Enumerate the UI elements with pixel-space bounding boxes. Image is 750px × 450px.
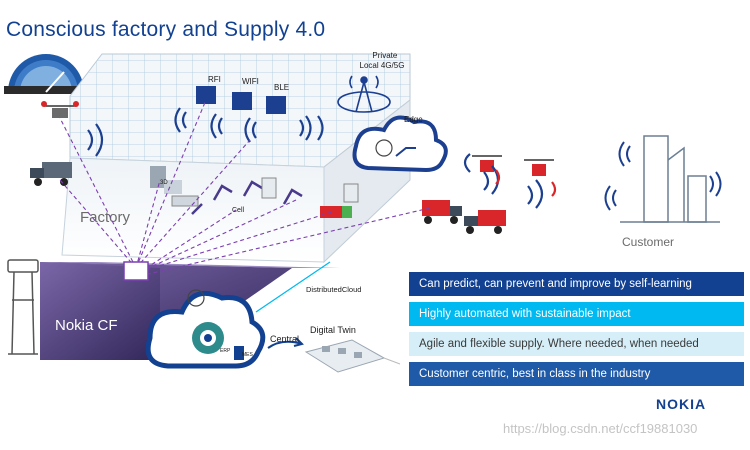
central-arrow	[267, 337, 304, 349]
ble-label: BLE	[274, 83, 289, 92]
antenna-tower-icon	[337, 75, 391, 113]
rfi-label: RFI	[208, 75, 221, 84]
ble-device-icon	[266, 96, 286, 114]
truck-icon	[30, 162, 72, 186]
hub-device-icon	[123, 261, 149, 281]
erp-label: ERP	[220, 348, 231, 354]
cell-label: Cell	[232, 207, 245, 214]
benefit-banner-automated: Highly automated with sustainable impact	[409, 302, 744, 326]
private-network-label: Private Local 4G/5G	[360, 51, 405, 70]
gauge-dashboard-icon	[4, 54, 90, 94]
distributed-cloud-label: DistributedCloud	[306, 285, 361, 294]
private-network-line2: Local 4G/5G	[360, 61, 405, 70]
customer-label: Customer	[622, 235, 674, 249]
benefit-banner-agile: Agile and flexible supply. Where needed,…	[409, 332, 744, 356]
digital-twin-model-icon	[304, 339, 401, 373]
edge-cloud-icon	[352, 115, 448, 173]
benefit-banner-customer: Customer centric, best in class in the i…	[409, 362, 744, 386]
erp-mes-icons	[234, 346, 244, 360]
central-label: Central	[270, 334, 299, 344]
wireless-signal-icon	[604, 141, 722, 211]
nokia-logo: NOKIA	[656, 396, 707, 412]
wifi-label: WIFI	[242, 77, 259, 86]
rfi-device-icon	[196, 86, 216, 104]
customer-building-icon	[620, 135, 720, 223]
factory-label: Factory	[80, 209, 131, 226]
nokia-cf-label: Nokia CF	[55, 317, 118, 334]
robot-arm-icon	[191, 180, 303, 215]
wifi-device-icon	[232, 92, 252, 110]
signal-red-icon	[495, 169, 557, 197]
control-tower-icon	[7, 259, 39, 355]
drone-icon	[524, 159, 554, 176]
edge-label: Edge	[404, 115, 423, 124]
three-d-label: 3D	[160, 180, 168, 186]
truck-icon	[464, 210, 506, 234]
watermark: https://blog.csdn.net/ccf19881030	[503, 421, 698, 436]
cloud-link	[255, 261, 331, 313]
data-links	[59, 99, 431, 277]
drone-icon	[472, 155, 502, 172]
diagram-title: Conscious factory and Supply 4.0	[6, 18, 326, 41]
mes-label: MES	[242, 352, 254, 358]
machine-icon	[171, 177, 359, 218]
private-network-line1: Private	[372, 51, 397, 60]
wireless-signal-icon	[174, 107, 324, 143]
benefit-banner-predict: Can predict, can prevent and improve by …	[409, 272, 744, 296]
digital-twin-label: Digital Twin	[310, 325, 356, 335]
drone-icon	[41, 101, 79, 118]
truck-icon	[422, 200, 462, 224]
